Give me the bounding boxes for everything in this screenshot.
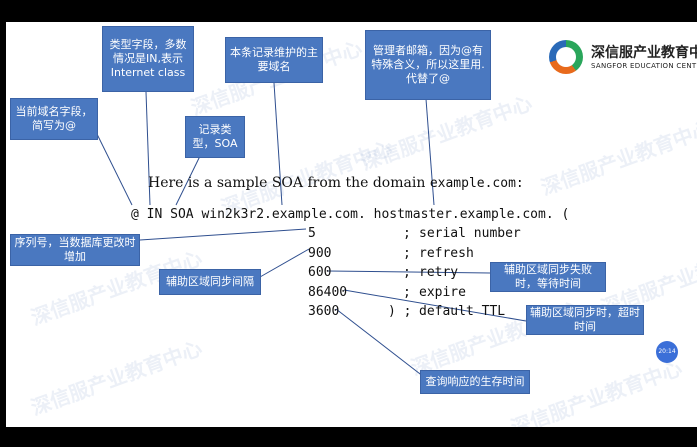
callout-record-type: 记录类型，SOA	[185, 116, 245, 158]
callout-current-domain: 当前域名字段，简写为@	[10, 98, 98, 140]
soa-label: serial number	[419, 226, 521, 241]
heading-domain: example.com:	[429, 176, 524, 191]
connector-current-domain	[95, 131, 133, 206]
connector-admin-email	[425, 98, 435, 206]
soa-separator: ;	[403, 285, 411, 300]
soa-separator: ) ;	[388, 304, 412, 319]
callout-refresh: 辅助区域同步间隔	[159, 269, 261, 295]
bottom-bar	[0, 427, 697, 447]
heading-prefix: Here is a sample SOA from the domain	[148, 175, 430, 191]
soa-label: expire	[419, 285, 466, 300]
connector-serial	[139, 228, 307, 241]
soa-separator: ;	[403, 246, 411, 261]
connector-retry	[327, 270, 491, 274]
connector-record-type	[175, 153, 202, 206]
slide-canvas: 深信服产业教育中心 深信服产业教育中心 深信服产业教育中心 深信服产业教育中心 …	[6, 22, 697, 427]
timestamp-badge[interactable]: 20:14	[656, 341, 678, 363]
slide-heading: Here is a sample SOA from the domain exa…	[148, 175, 524, 191]
soa-label: default TTL	[419, 304, 506, 319]
soa-value: 86400	[308, 285, 348, 300]
callout-class-field: 类型字段，多数情况是IN,表示Internet class	[102, 26, 194, 92]
callout-ttl: 查询响应的生存时间	[420, 370, 530, 394]
soa-value: 5	[308, 226, 316, 241]
sangfor-logo: 深信服产业教育中 SANGFOR EDUCATION CENTE	[549, 40, 697, 86]
soa-label: retry	[419, 265, 459, 280]
soa-separator: ;	[403, 265, 411, 280]
soa-value: 900	[308, 246, 332, 261]
connector-refresh	[259, 248, 310, 278]
callout-admin-email: 管理者邮箱，因为@有特殊含义，所以这里用.代替了@	[365, 30, 491, 100]
soa-value: 3600	[308, 304, 340, 319]
callout-expire: 辅助区域同步时，超时时间	[526, 305, 644, 335]
callout-connectors	[95, 82, 527, 378]
callout-primary-domain: 本条记录维护的主要域名	[225, 37, 323, 83]
left-border	[0, 0, 6, 447]
callout-serial: 序列号，当数据库更改时增加	[10, 234, 140, 266]
logo-chinese-text: 深信服产业教育中	[591, 45, 697, 61]
logo-emblem-icon	[549, 40, 583, 74]
callout-retry: 辅助区域同步失败时，等待时间	[490, 262, 606, 292]
soa-line-1: @ IN SOA win2k3r2.example.com. hostmaste…	[131, 207, 570, 222]
connector-ttl	[335, 308, 425, 378]
connector-primary-domain	[273, 82, 283, 206]
logo-english-text: SANGFOR EDUCATION CENTE	[591, 62, 697, 70]
soa-label: refresh	[419, 246, 474, 261]
soa-separator: ;	[403, 226, 411, 241]
connector-class	[145, 91, 151, 206]
soa-value: 600	[308, 265, 332, 280]
connector-expire	[343, 289, 527, 322]
